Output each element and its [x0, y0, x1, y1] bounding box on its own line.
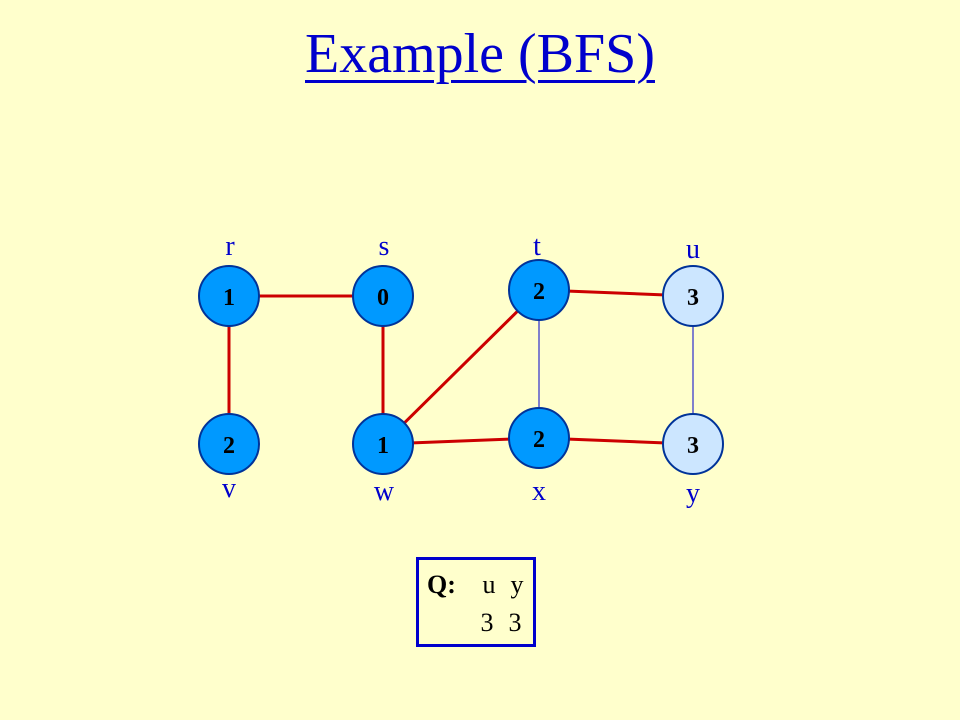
node-distance-s: 0: [377, 285, 389, 311]
node-label-s: s: [379, 231, 390, 262]
node-circle-x: [508, 407, 570, 469]
node-w: 1: [352, 413, 414, 475]
node-label-t: t: [533, 231, 541, 262]
edge-t-u: [568, 289, 664, 297]
node-t: 2: [508, 259, 570, 321]
edge-w-x: [412, 437, 510, 445]
node-circle-w: [352, 413, 414, 475]
node-distance-r: 1: [223, 285, 235, 311]
queue-label: Q:: [427, 570, 456, 599]
node-label-w: w: [374, 476, 395, 507]
node-x: 2: [508, 407, 570, 469]
node-u: 3: [662, 265, 724, 327]
queue-vertex: u: [482, 570, 496, 599]
node-y: 3: [662, 413, 724, 475]
node-label-v: v: [222, 473, 236, 504]
edge-w-t: [403, 310, 519, 424]
node-distance-u: 3: [687, 285, 699, 311]
node-r: 1: [198, 265, 260, 327]
edge-x-y: [568, 437, 664, 445]
node-circle-v: [198, 413, 260, 475]
queue-vertex: y: [510, 570, 524, 599]
edges-layer: [227, 289, 694, 445]
node-label-r: r: [225, 231, 235, 262]
node-label-y: y: [686, 478, 700, 509]
node-circle-s: [352, 265, 414, 327]
node-circle-y: [662, 413, 724, 475]
node-circle-t: [508, 259, 570, 321]
node-distance-x: 2: [533, 427, 545, 453]
node-distance-v: 2: [223, 433, 235, 459]
node-v: 2: [198, 413, 260, 475]
node-distance-y: 3: [687, 433, 699, 459]
labels-layer: r s t u v w x y: [222, 231, 700, 509]
node-label-x: x: [532, 476, 546, 507]
queue-distance: 3: [508, 608, 522, 637]
nodes-layer: 1 0 2 3 2 1 2 3: [198, 259, 724, 475]
node-distance-w: 1: [377, 433, 389, 459]
node-circle-r: [198, 265, 260, 327]
node-distance-t: 2: [533, 279, 545, 305]
queue-distance: 3: [480, 608, 494, 637]
queue-box: Q: u y 3 3: [416, 557, 536, 647]
node-s: 0: [352, 265, 414, 327]
node-circle-u: [662, 265, 724, 327]
node-label-u: u: [686, 234, 700, 265]
slide-title: Example (BFS): [305, 23, 655, 85]
